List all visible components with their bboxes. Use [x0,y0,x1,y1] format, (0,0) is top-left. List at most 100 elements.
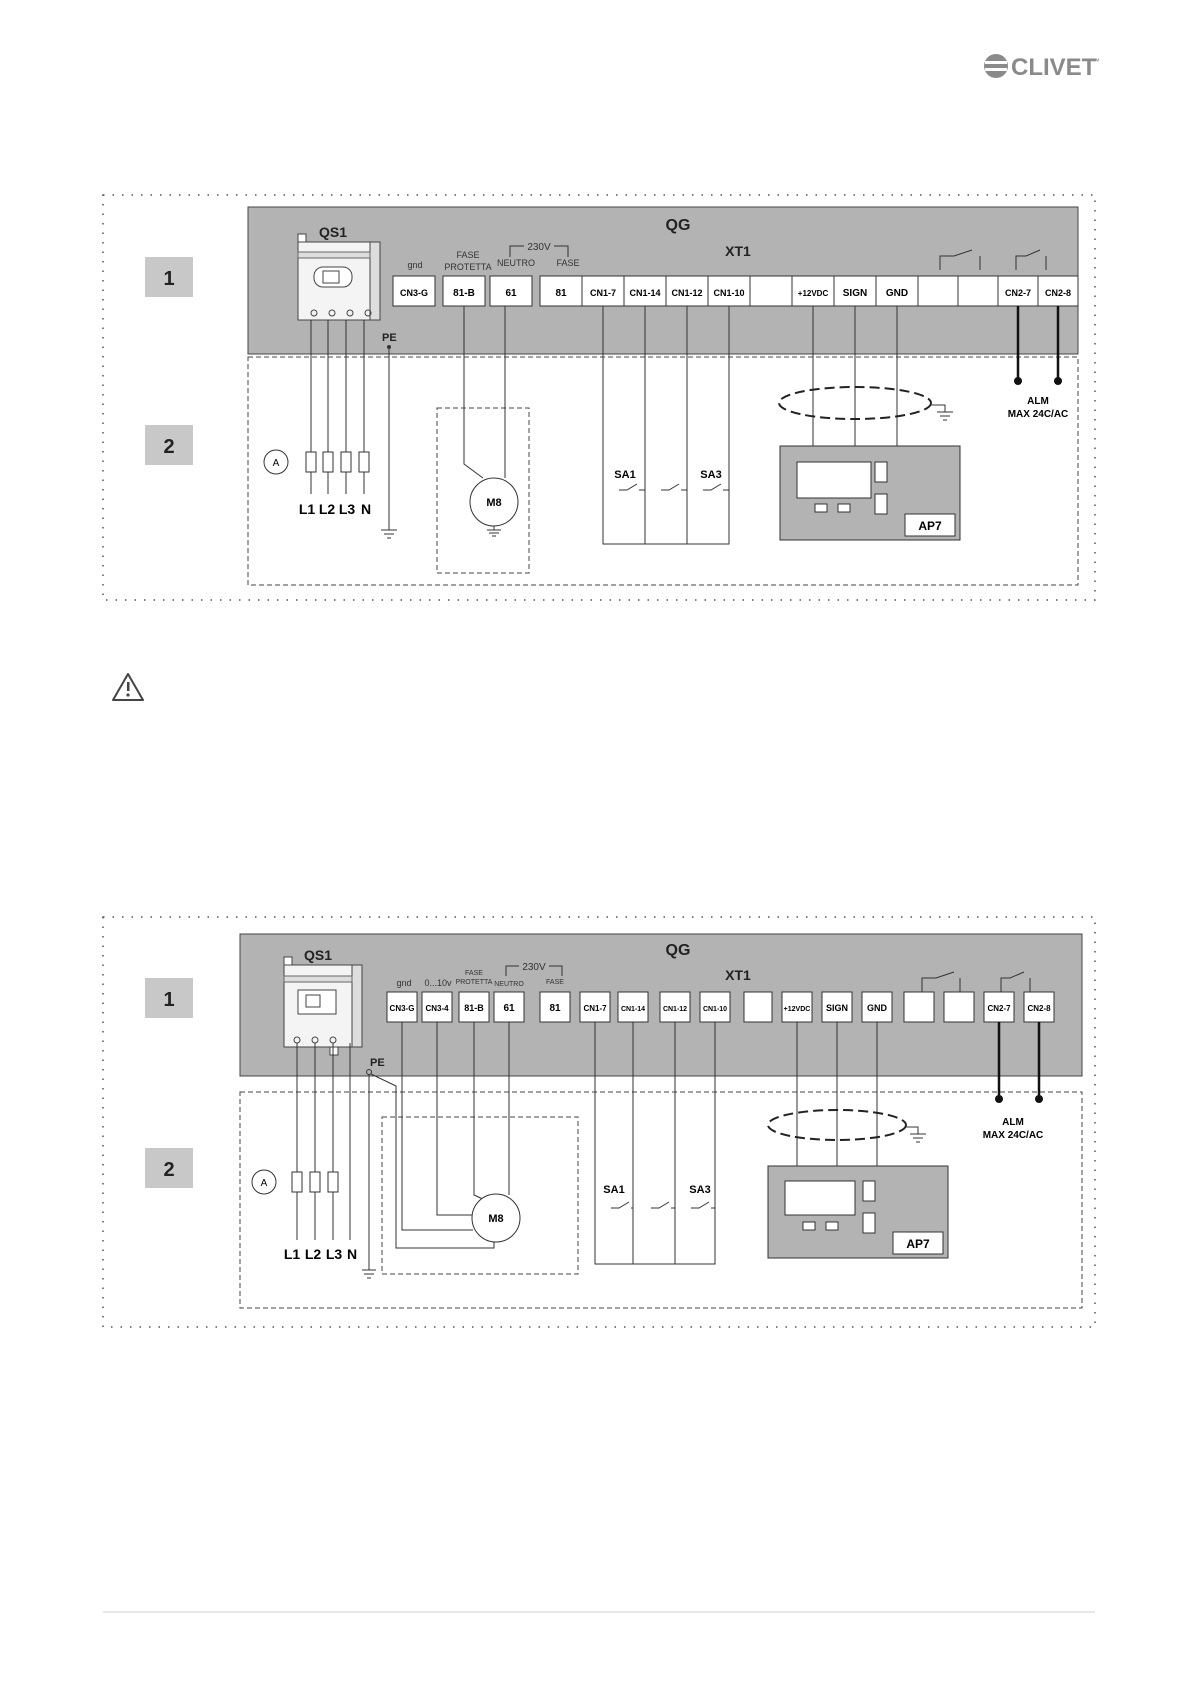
alarm-rating: MAX 24C/AC [983,1130,1044,1141]
label-neutro: NEUTRO [494,981,524,988]
row-label-box [145,257,193,297]
wiring-diagram-2: 1 2 QG XT1 QS1 gnd 0...10v FASE PROTETTA… [102,916,1096,1328]
controller-display [784,1180,856,1216]
clivet-logo: CLIVET ™ [984,54,1100,81]
terminal-label: CN3-4 [425,1004,449,1013]
field-area [247,356,1079,586]
line-label: L3 [326,1246,343,1262]
terminal-label: 81-B [453,288,475,299]
terminal-label: CN1-7 [583,1004,607,1013]
label-gnd: gnd [407,260,422,270]
terminal-label: 81 [555,288,567,299]
label-gnd: gnd [396,978,411,988]
line-label: L2 [305,1246,322,1262]
main-switch-qs1: QS1 [283,947,363,1056]
terminal-label: SIGN [843,288,867,299]
logo-trademark: ™ [1092,57,1100,66]
terminal-label: CN1-14 [629,288,660,298]
label-fase-protetta: FASE [456,250,479,260]
terminal-label: +12VDC [784,1006,811,1013]
label-fase-protetta: PROTETTA [456,979,493,986]
terminal-strip: CN3-G CN3-4 81-B 61 81 CN1-7 CN1-14 CN1-… [386,991,1055,1023]
terminal-label: 61 [505,288,517,299]
row-label-box [145,425,193,465]
controller-display [796,461,872,499]
terminal-label: +12VDC [798,289,829,298]
terminal-label: CN2-8 [1045,288,1071,298]
line-label: L2 [319,501,336,517]
label-fase-protetta: FASE [465,970,483,977]
terminal-label: CN1-12 [663,1006,687,1013]
terminal-strip: CN3-G 81-B 61 81 CN1-7 CN1-14 CN1-12 CN1… [392,275,1079,307]
terminal-label: CN1-10 [703,1006,727,1013]
strip-label: XT1 [725,243,751,259]
main-switch-qs1: QS1 [297,224,381,321]
label-neutro: NEUTRO [497,258,535,268]
ground-icon [487,526,501,537]
controller-label: AP7 [906,1237,930,1251]
terminal-label: CN3-G [400,288,428,298]
terminal-label: 61 [503,1003,515,1014]
alarm-label: ALM [1002,1117,1024,1128]
row-label: 2 [163,1159,174,1181]
row-label-box [145,978,193,1018]
panel-label: QG [666,217,691,234]
terminal-label: SIGN [826,1003,848,1013]
line-label: N [361,501,371,517]
terminal-label: GND [886,288,908,299]
ground-icon [930,404,953,421]
strip-label: XT1 [725,967,751,983]
alarm-label: ALM [1027,396,1049,407]
ground-icon [381,349,397,539]
clivet-mark-icon [984,54,1008,78]
terminal-label: CN1-10 [713,288,744,298]
row-label-box [145,1148,193,1188]
wiring-diagram-1: 1 2 QG XT1 QS1 gnd FASE PROTETTA NEUTRO … [102,194,1096,601]
field-area [239,1091,1083,1309]
motor-label: M8 [486,497,501,509]
row-label: 1 [163,989,174,1011]
fuse-circle-label: A [273,458,280,469]
motor-label: M8 [488,1213,503,1225]
switch-label: QS1 [304,947,332,963]
controller-label: AP7 [918,519,942,533]
row-label: 2 [163,436,174,458]
terminal-label: CN2-7 [1005,288,1031,298]
pe-label: PE [382,332,397,344]
switch-label: QS1 [319,224,347,240]
motor-m8 [471,1193,521,1243]
label-230v: 230V [522,962,546,973]
terminal-label: 81 [549,1003,561,1014]
label-0-10v: 0...10v [424,978,452,988]
label-fase: FASE [546,979,564,986]
switch-label: SA1 [603,1184,624,1196]
terminal-label: CN2-8 [1027,1004,1051,1013]
diagram-2-frame [102,916,1096,1328]
terminal-label: CN1-7 [590,288,616,298]
warning-icon [112,673,144,701]
line-label: L3 [339,501,356,517]
line-label: N [347,1246,357,1262]
terminal-label: GND [867,1003,888,1013]
switch-label: SA1 [614,469,635,481]
line-label: L1 [284,1246,301,1262]
terminal-label: CN3-G [390,1004,415,1013]
terminal-label: CN2-7 [987,1004,1011,1013]
ground-icon [905,1126,926,1143]
row-label: 1 [163,268,174,290]
label-fase: FASE [556,258,579,268]
pe-label: PE [370,1057,385,1069]
fuse-circle-label: A [261,1178,268,1189]
switch-label: SA3 [689,1184,710,1196]
line-label: L1 [299,501,316,517]
alarm-rating: MAX 24C/AC [1008,409,1069,420]
label-230v: 230V [527,242,551,253]
panel-label: QG [666,942,691,959]
terminal-label: CN1-12 [671,288,702,298]
terminal-label: CN1-14 [621,1006,645,1013]
logo-text: CLIVET [1011,54,1097,81]
label-fase-protetta: PROTETTA [444,262,491,272]
switch-label: SA3 [700,469,721,481]
terminal-label: 81-B [464,1003,484,1013]
